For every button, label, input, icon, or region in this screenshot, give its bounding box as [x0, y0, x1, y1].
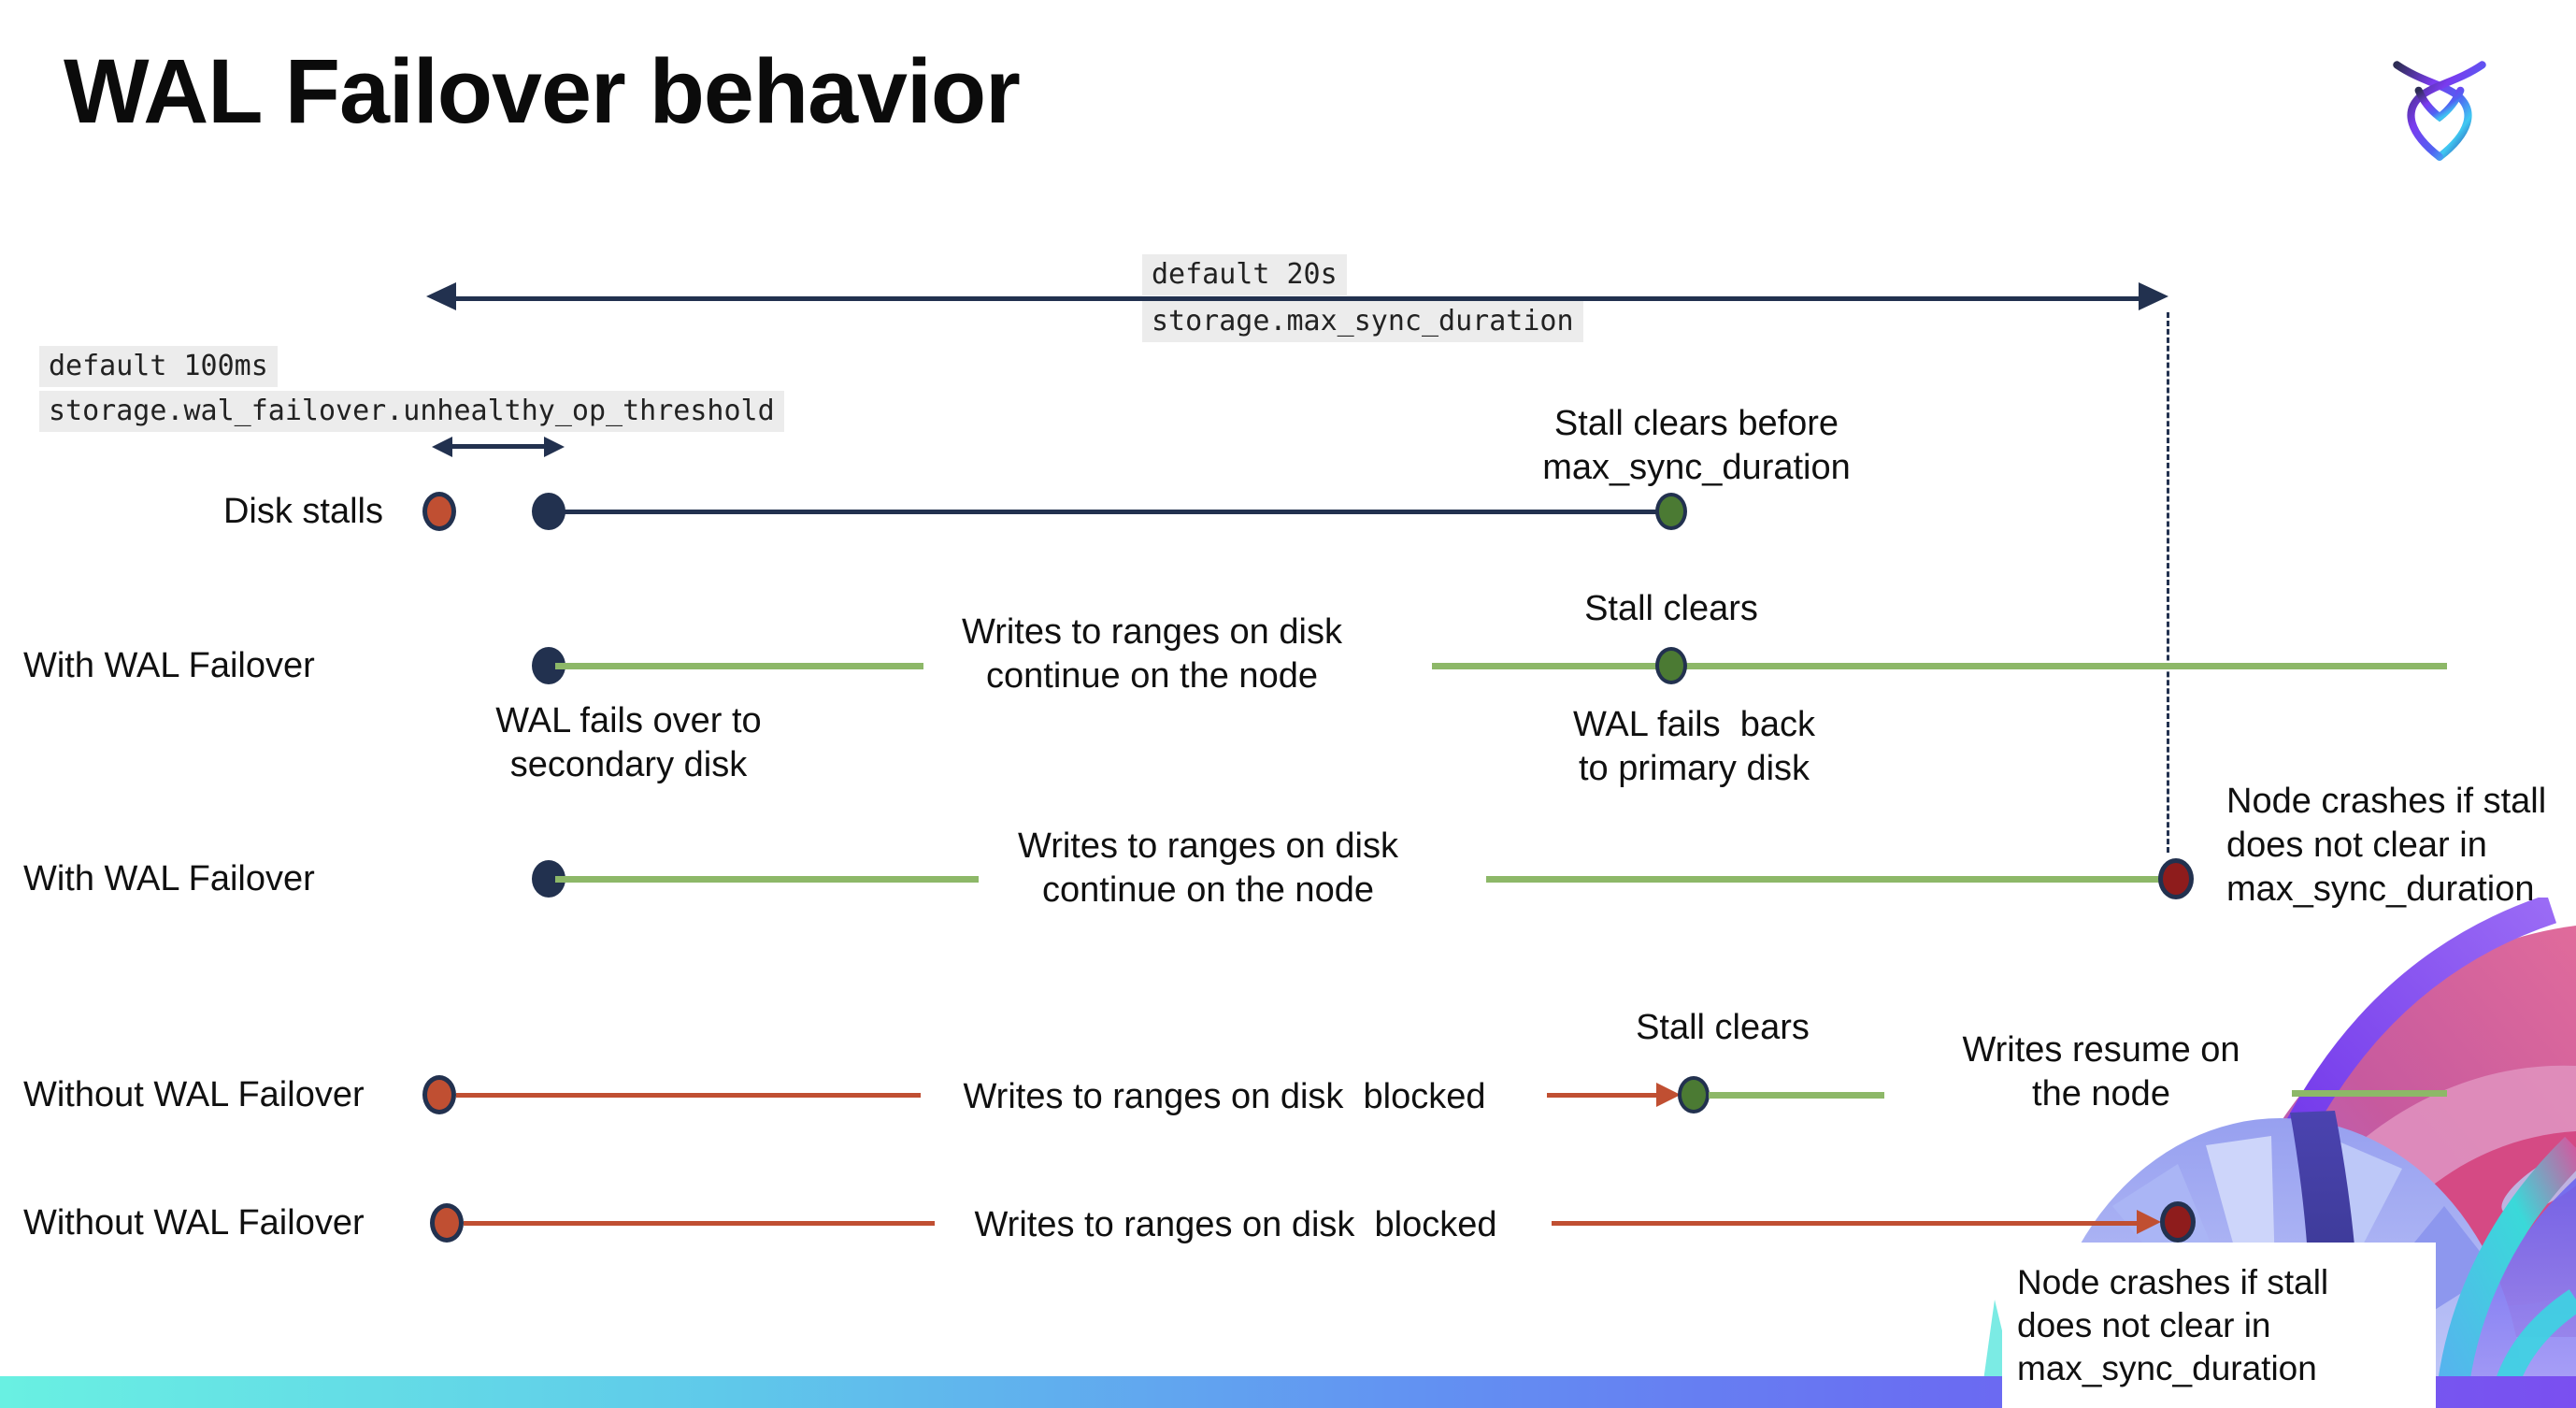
- red-arrow-head-icon: [1656, 1083, 1681, 1107]
- writes-resume-line: [1709, 1092, 1884, 1099]
- writes-blocked-line: [456, 1093, 921, 1098]
- page-title: WAL Failover behavior: [64, 40, 1021, 142]
- row-label-without-wal-failover-2: Without WAL Failover: [23, 1203, 365, 1243]
- row-label-disk-stalls: Disk stalls: [222, 492, 383, 531]
- row-label-with-wal-failover-2: With WAL Failover: [23, 859, 315, 898]
- writes-blocked-line: [1547, 1093, 1658, 1098]
- stall-start-dot: [422, 1075, 456, 1114]
- cockroachdb-logo-icon: [2393, 61, 2486, 161]
- writes-resume-line: [2292, 1090, 2447, 1097]
- writes-continue-line: [1486, 876, 2165, 883]
- writes-continue-line: [555, 876, 979, 883]
- stall-clears-dot: [1655, 647, 1687, 684]
- threshold-dot: [532, 493, 565, 530]
- stall-clears-note: Stall clears: [1636, 1008, 1810, 1047]
- stall-start-dot: [430, 1203, 464, 1243]
- stall-clears-note: Stall clears: [1584, 589, 1758, 628]
- writes-blocked-note: Writes to ranges on disk blocked: [974, 1205, 1497, 1244]
- threshold-default-label: default 100ms: [39, 346, 278, 387]
- threshold-arrow-line: [451, 444, 546, 449]
- max-sync-default-label: default 20s: [1142, 254, 1347, 295]
- arrow-head-right-icon: [2139, 282, 2168, 310]
- node-crash-dot: [2160, 1201, 2196, 1243]
- writes-blocked-line: [1552, 1221, 2137, 1226]
- max-sync-setting-name: storage.max_sync_duration: [1142, 301, 1583, 342]
- small-arrow-head-right-icon: [544, 437, 565, 457]
- stall-clears-dot: [1655, 493, 1687, 530]
- row-label-with-wal-failover-1: With WAL Failover: [23, 646, 315, 685]
- writes-blocked-line: [464, 1221, 935, 1226]
- max-sync-dashed-line: [2167, 312, 2169, 853]
- threshold-setting-name: storage.wal_failover.unhealthy_op_thresh…: [39, 391, 784, 432]
- arrow-head-left-icon: [426, 282, 456, 310]
- small-arrow-head-left-icon: [432, 437, 452, 457]
- max-sync-duration-arrow-line: [454, 296, 2139, 301]
- row-label-without-wal-failover-1: Without WAL Failover: [23, 1075, 365, 1114]
- stall-start-dot: [422, 492, 456, 531]
- disk-stall-timeline: [551, 510, 1659, 514]
- node-crash-dot: [2158, 858, 2194, 899]
- writes-continue-line: [1432, 663, 2447, 669]
- red-arrow-head-icon: [2137, 1210, 2161, 1234]
- writes-continue-line: [555, 663, 923, 669]
- writes-blocked-note: Writes to ranges on disk blocked: [963, 1077, 1486, 1116]
- stall-clears-dot: [1678, 1076, 1710, 1113]
